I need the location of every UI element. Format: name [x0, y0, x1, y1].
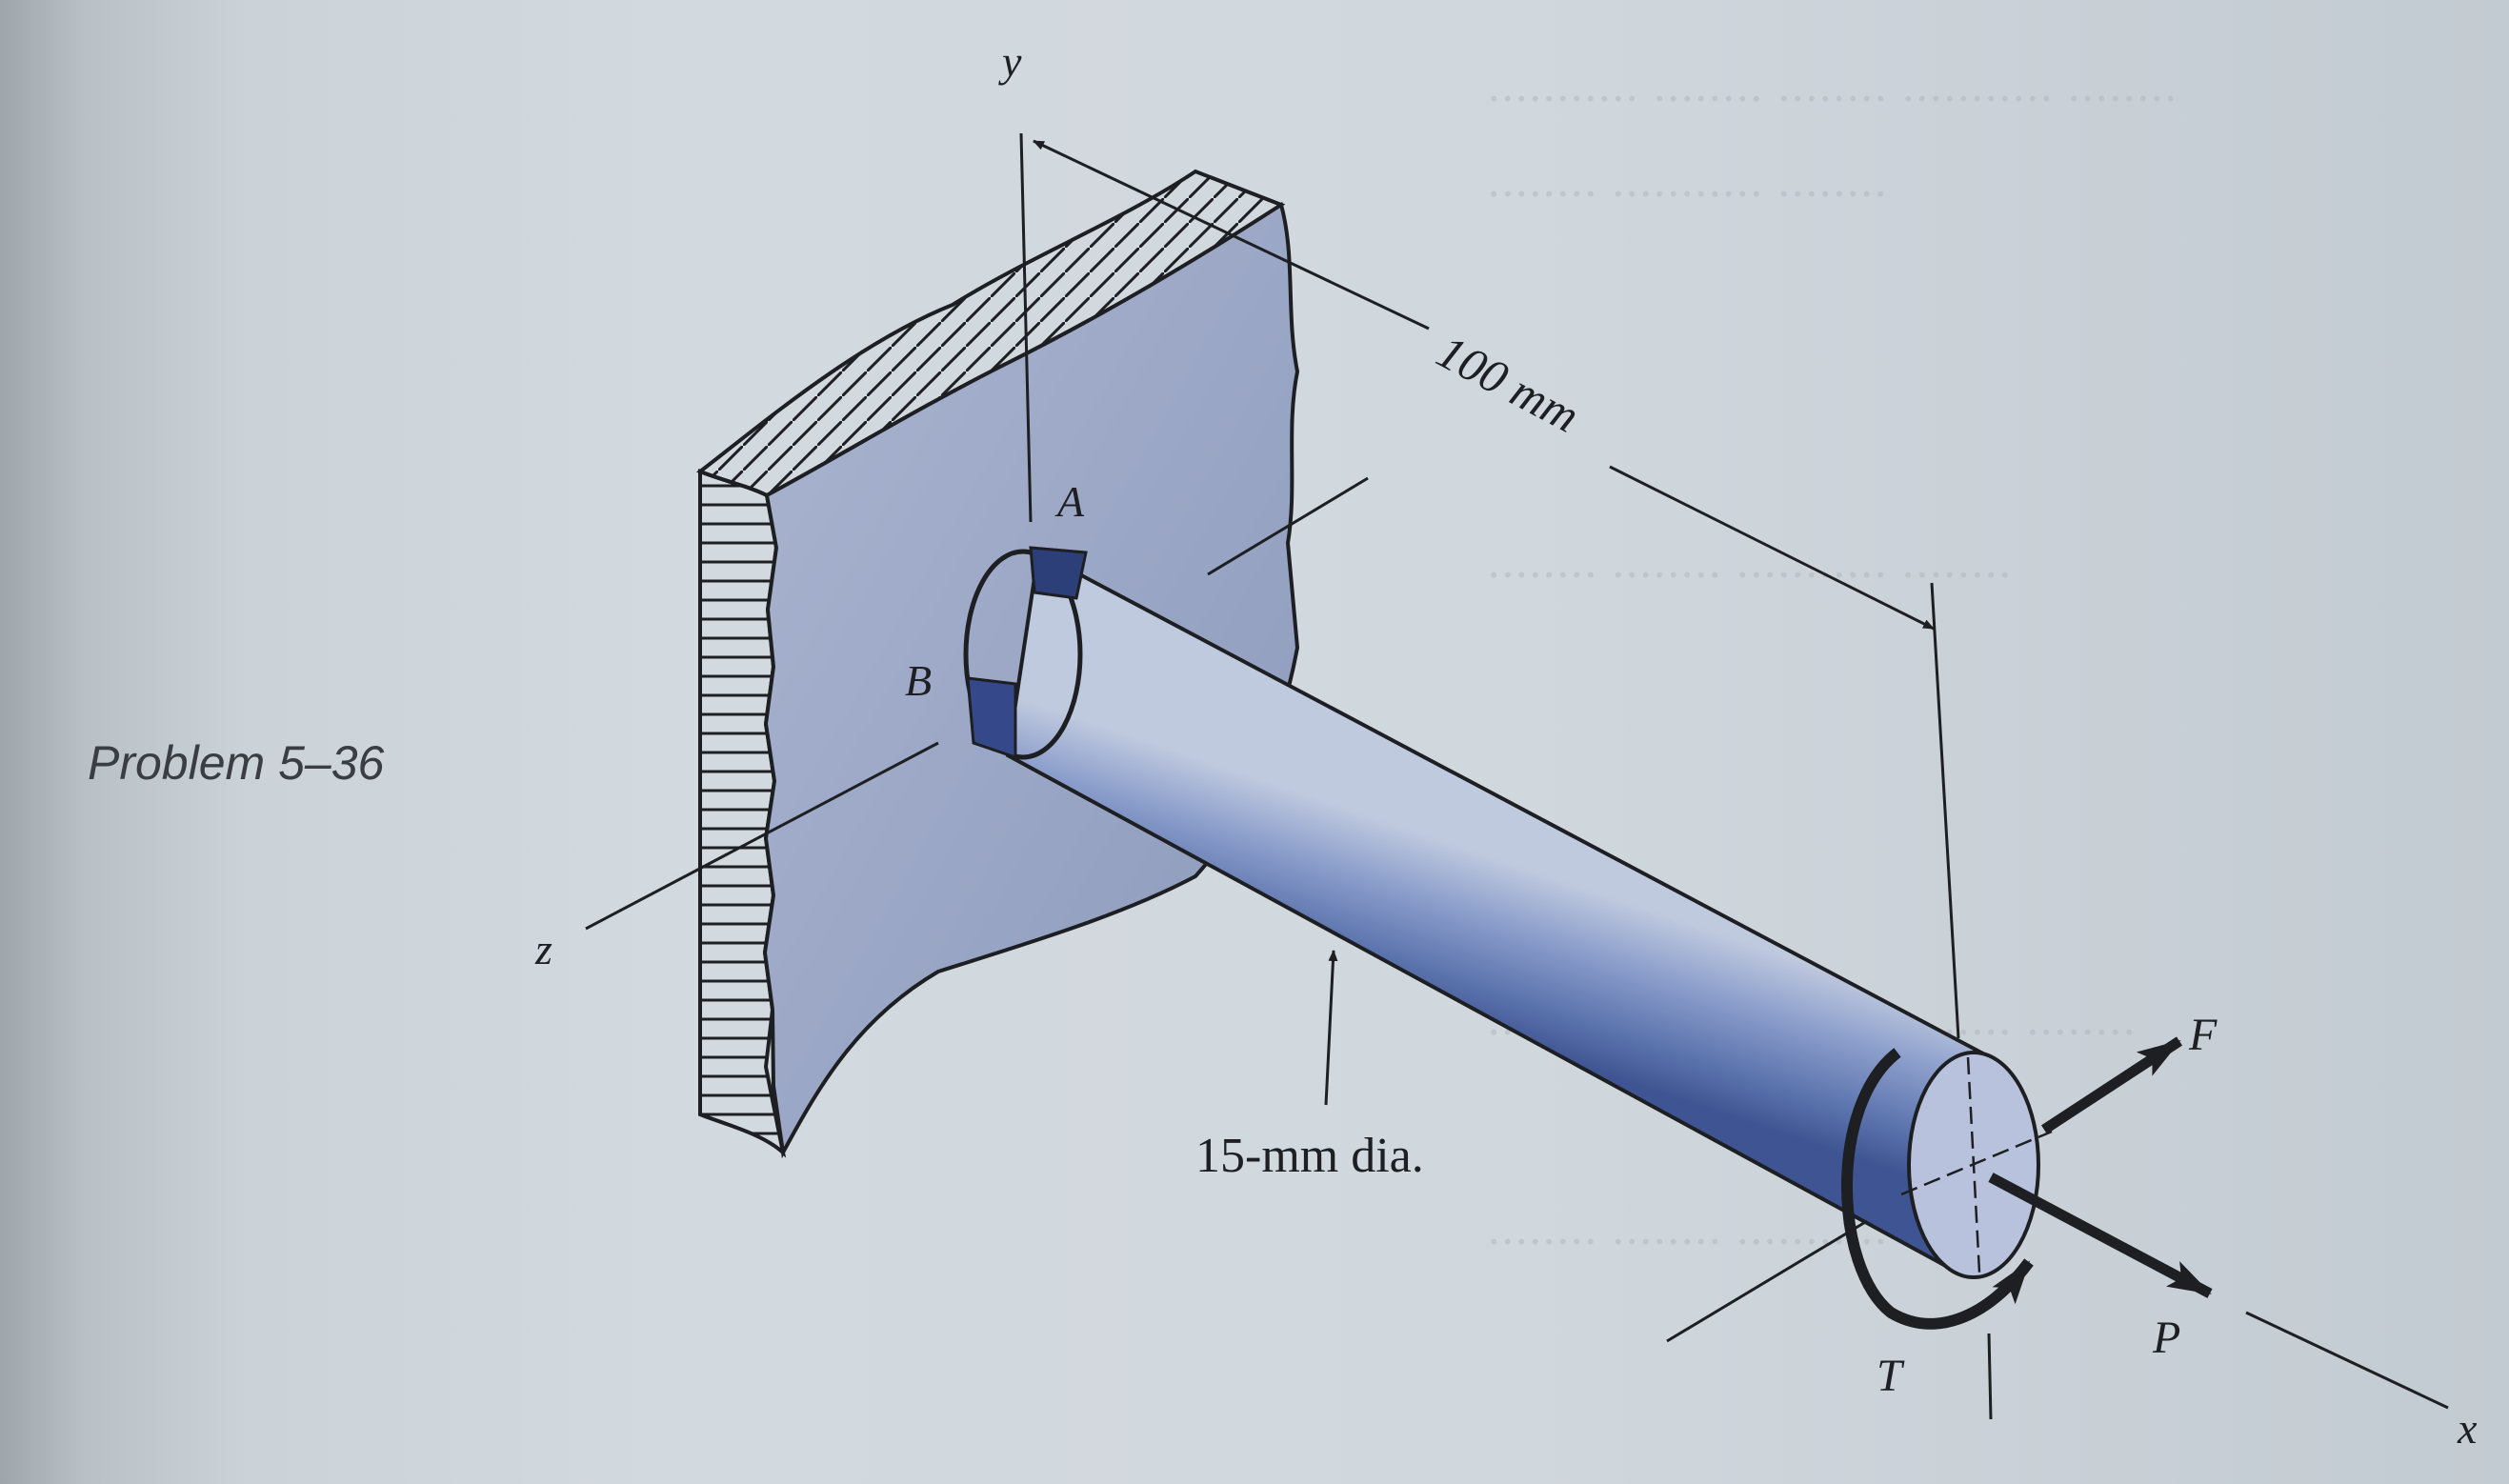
point-B-label: B: [905, 656, 932, 705]
end-axis-vertical: [1987, 1333, 1993, 1420]
shaft-body: [1005, 549, 2033, 1274]
dimension-line-upper: [1033, 139, 1430, 331]
length-dimension: [1033, 139, 1960, 1039]
force-f-label: F: [2188, 1010, 2218, 1060]
dimension-line-lower: [1609, 465, 1935, 631]
extension-line: [1930, 582, 1960, 1039]
end-face-crosshair-h: [1900, 1130, 2053, 1196]
z-axis: [585, 741, 939, 931]
problem-caption: Problem 5–36: [88, 736, 385, 790]
diameter-label: 15-mm dia.: [1195, 1129, 1424, 1183]
force-f-arrow: [2040, 1036, 2183, 1134]
end-face-crosshair-v: [1966, 1056, 1981, 1273]
y-axis: [1019, 132, 1033, 523]
z-axis-segment: [1207, 476, 1369, 576]
shaft-base-edge: [963, 549, 1083, 760]
torque-t-label: T: [1877, 1351, 1905, 1401]
element-B: [966, 676, 1017, 760]
element-A: [1029, 546, 1088, 600]
force-p-label: P: [2152, 1313, 2180, 1363]
point-A-label: A: [1054, 477, 1085, 526]
diameter-leader: [1324, 950, 1338, 1106]
x-axis-label: x: [2457, 1404, 2478, 1453]
length-label: 100 mm: [1429, 324, 1588, 442]
coordinate-axes: [585, 132, 2449, 1420]
round-shaft: [963, 546, 2053, 1279]
end-axis-left: [1666, 1219, 1868, 1343]
applied-loads: [1841, 1036, 2213, 1330]
torque-t-arrow: [1841, 1048, 2034, 1330]
force-p-arrow: [1988, 1173, 2213, 1298]
z-axis-label: z: [534, 925, 552, 973]
y-axis-label: y: [998, 37, 1022, 86]
x-axis: [2245, 1311, 2449, 1410]
